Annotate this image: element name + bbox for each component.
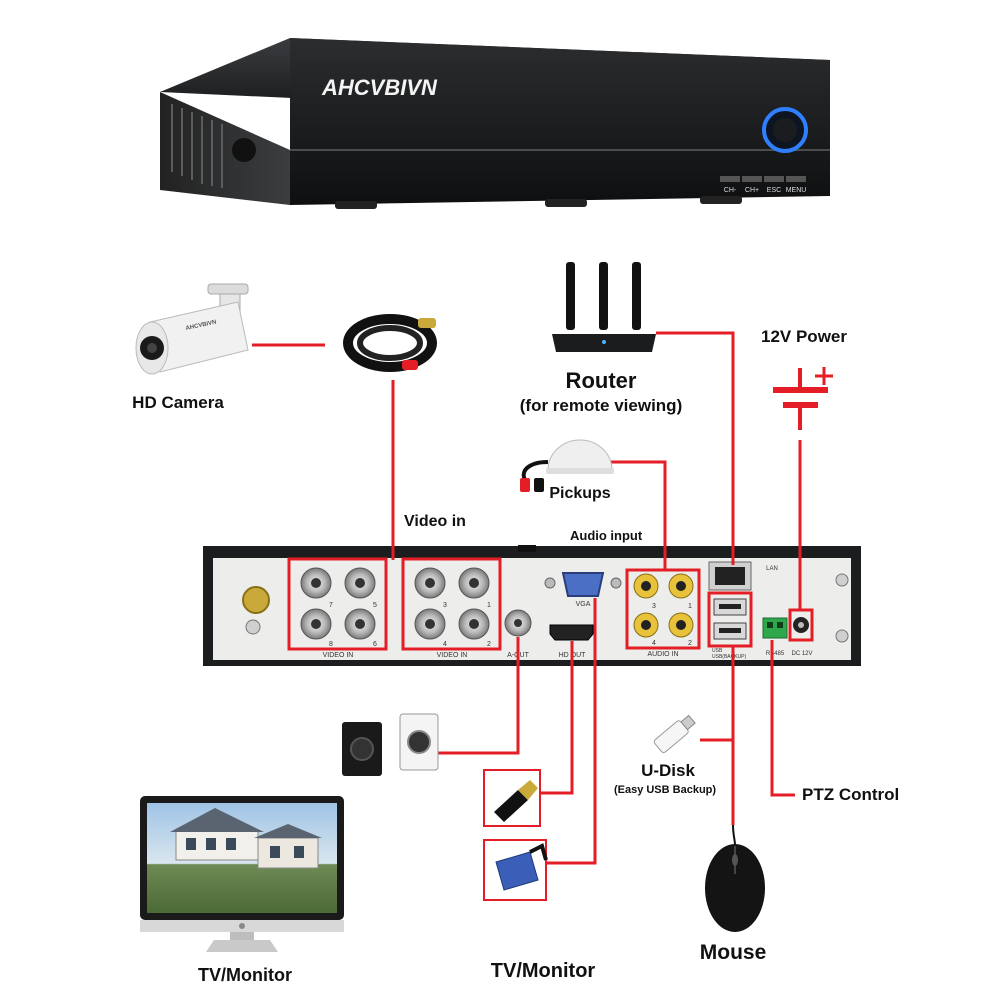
svg-text:6: 6 [373,641,377,648]
router-note: (for remote viewing) [519,396,683,415]
svg-text:8: 8 [329,641,333,648]
pickup-microphone [520,439,614,492]
video-in-label: Video in [404,513,466,530]
side-port [232,138,256,162]
usb-highlight [707,591,753,648]
svg-text:4: 4 [652,640,656,647]
udisk-note: (Easy USB Backup) [613,784,717,796]
usb-backup-label: USB(BACKUP) [712,654,747,660]
svg-text:3: 3 [652,603,656,610]
udisk-label: U-Disk [641,761,695,780]
video-in-highlight-left [287,557,388,651]
front-buttons: CH- CH+ ESC MENU [720,176,806,194]
front-button-menu[interactable]: MENU [786,187,807,194]
front-button-ch-plus[interactable]: CH+ [745,187,759,194]
ptz-line [770,640,795,797]
video-cable [343,314,437,372]
connection-lines [252,331,802,865]
dvr-front-unit: AHCVBIVN CH- CH+ ESC MENU [160,38,830,209]
vga-label: VGA [576,601,591,608]
pickups-label: Pickups [549,485,611,502]
tv-monitor [140,796,344,952]
audio-channel-numbers: 3 1 4 2 [652,603,692,647]
svg-text:5: 5 [373,602,377,609]
usb-label: USB [712,648,723,654]
svg-text:1: 1 [688,603,692,610]
audio-in-label: AUDIO IN [647,651,678,658]
svg-text:2: 2 [688,640,692,647]
audio-input-label: Audio input [570,528,643,543]
hd-camera-label: HD Camera [132,393,224,412]
hdmi-line [540,641,574,795]
hd-camera: AHCVBIVN [135,283,249,375]
dc-label: DC 12V [791,651,812,657]
video-in-port-label-left: VIDEO IN [323,652,354,659]
speakers [342,713,439,776]
front-button-esc[interactable]: ESC [767,187,781,194]
svg-text:3: 3 [443,602,447,609]
rs485-terminal [762,617,788,639]
vga-line [547,598,597,865]
ground-screw [242,586,270,614]
power-symbol [773,367,833,430]
tv-monitor-label-center: TV/Monitor [490,960,596,982]
side-vents [171,104,223,188]
channel-numbers: 7 5 8 6 3 1 4 2 [329,602,491,648]
router [552,262,656,352]
mouse [705,824,765,932]
mouse-label: Mouse [699,941,767,964]
front-button-ch-minus[interactable]: CH- [724,187,737,194]
audio-in-highlight [625,568,701,650]
ptz-label: PTZ Control [802,785,900,804]
dvr-rear-panel: 7 5 8 6 3 1 4 2 VIDEO IN VIDEO IN A-OUT … [203,545,861,666]
vga-cable [483,839,548,901]
video-in-highlight-right [401,557,502,651]
usb-flash-drive [653,714,696,753]
brand-logo: AHCVBIVN [321,75,438,100]
rs485-label: RS485 [766,651,785,657]
vga-port [561,572,605,597]
hdmi-port [549,624,594,641]
tv-monitor-label-left: TV/Monitor [198,965,292,985]
rca-connectors [633,573,694,638]
svg-text:7: 7 [329,602,333,609]
lan-label: LAN [766,566,778,572]
video-in-port-label-right: VIDEO IN [437,652,468,659]
router-label: Router [565,368,637,393]
router-line [656,331,735,565]
svg-text:1: 1 [487,602,491,609]
bnc-connectors [300,567,490,640]
speaker-line [438,637,520,755]
svg-text:2: 2 [487,641,491,648]
svg-text:4: 4 [443,641,447,648]
hdmi-cable [483,769,541,827]
power-label: 12V Power [761,327,847,346]
pickup-line [610,460,667,570]
